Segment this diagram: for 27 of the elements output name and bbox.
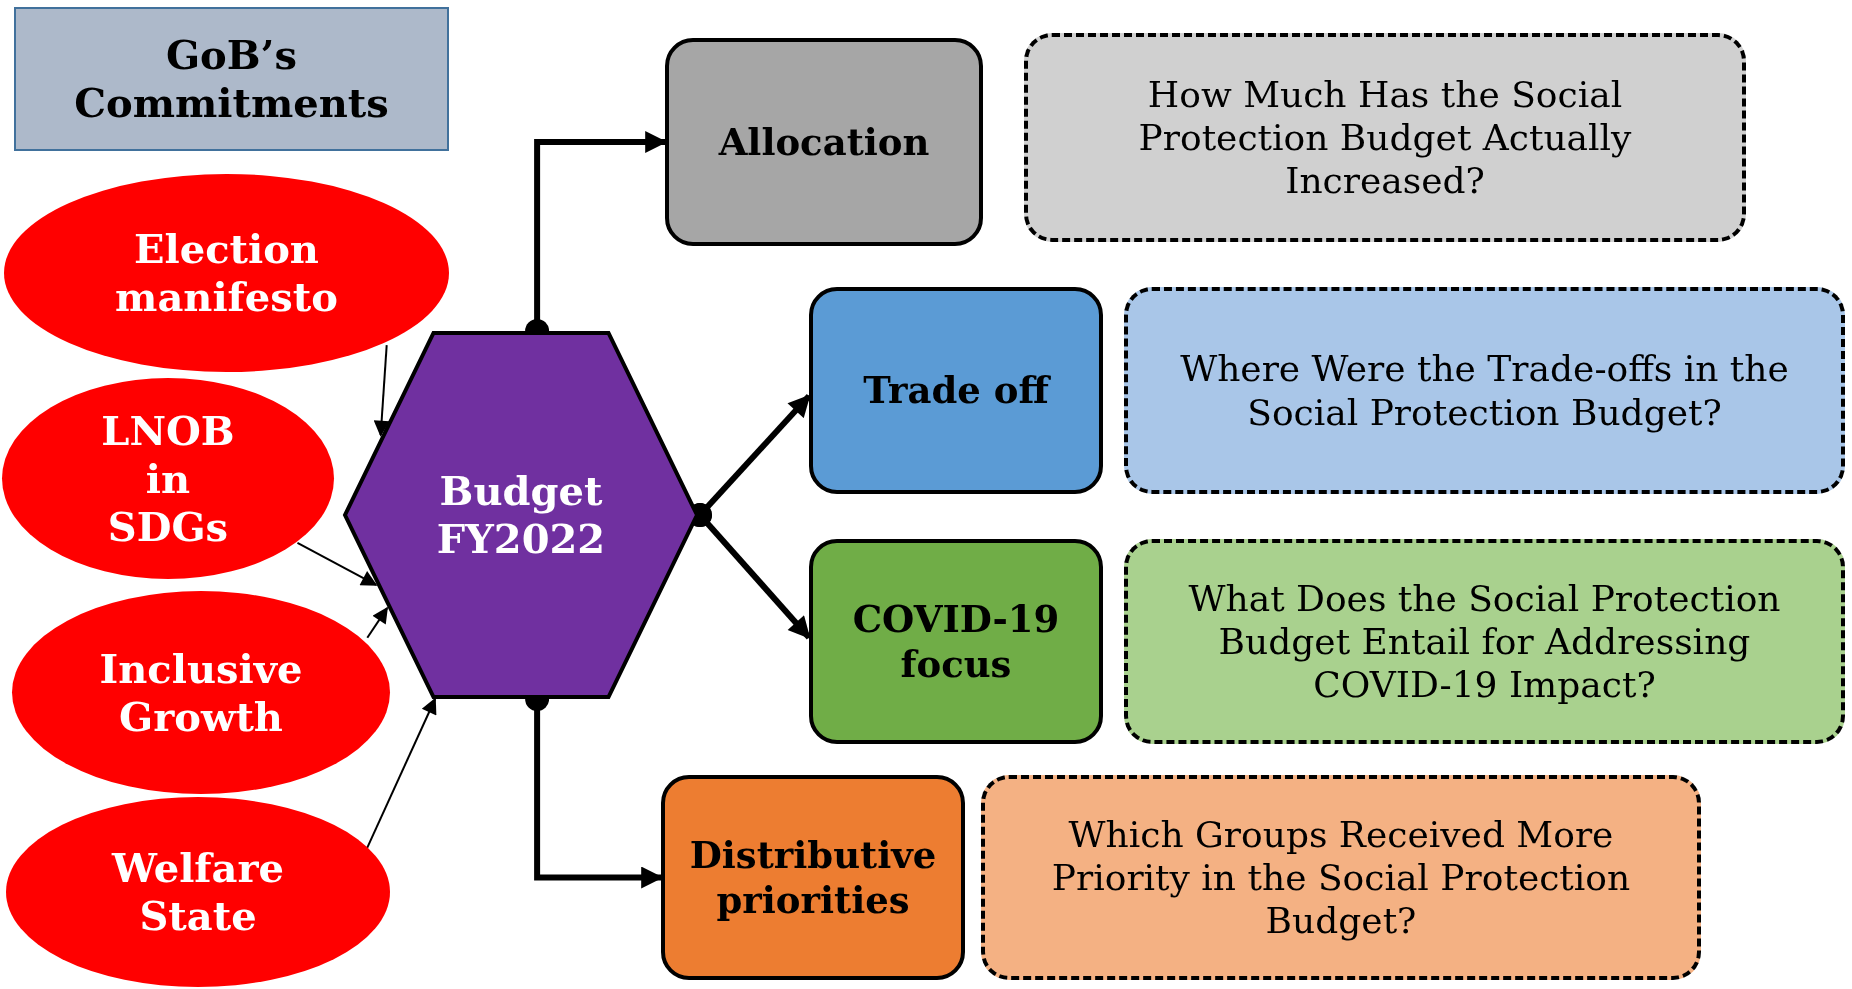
node-text: What Does the Social Protection Budget Entail for Addressing COVID-19 Impact? [1187, 576, 1782, 707]
theme-box [809, 287, 1103, 494]
arrow [365, 697, 437, 850]
question-box [1124, 287, 1845, 494]
arrow [366, 606, 389, 639]
question-box [1024, 33, 1746, 242]
node-text: Inclusive Growth [98, 644, 304, 741]
node-text: Welfare State [110, 844, 285, 940]
arrow [373, 344, 390, 437]
question-box [1124, 539, 1845, 744]
heading-box [14, 7, 449, 151]
node-text: GoB’s Commitments [73, 31, 390, 127]
node-text: Trade off [863, 368, 1049, 413]
question-box [981, 775, 1701, 980]
node-text: Budget FY2022 [435, 467, 607, 563]
node-text: How Much Has the Social Protection Budget Actually Increased? [1137, 72, 1633, 203]
node-text: Distributive priorities [688, 833, 938, 922]
theme-box [809, 539, 1103, 744]
node-text: LNOB in SDGs [100, 406, 236, 551]
node-text: Where Were the Trade-offs in the Social Protection Budget? [1179, 347, 1790, 434]
theme-box [665, 38, 983, 246]
node-text: Election manifesto [114, 225, 339, 321]
node-text: COVID-19 focus [851, 597, 1061, 686]
theme-box [661, 775, 965, 980]
node-text: Which Groups Received More Priority in the Social Protection Budget? [1050, 812, 1632, 943]
node-text: Allocation [718, 119, 930, 165]
arrow [296, 541, 378, 586]
